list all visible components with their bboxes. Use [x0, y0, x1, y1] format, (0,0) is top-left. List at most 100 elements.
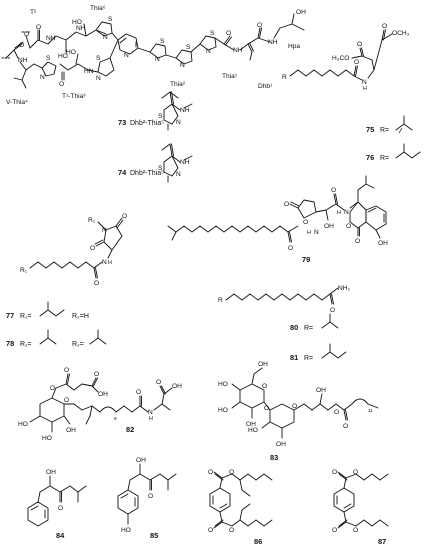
atom-nh: NH — [233, 47, 243, 54]
atom-s: S — [108, 16, 113, 23]
atom-o: O — [292, 403, 297, 410]
residue-hpa: Hpa — [288, 43, 300, 50]
atom-ho: HO — [248, 427, 258, 434]
compound-r-label: R= — [304, 355, 313, 362]
atom-oh: OH — [66, 427, 76, 434]
compound-number: 87 — [378, 537, 386, 546]
atom-n: N — [176, 171, 181, 178]
atom-o: O — [64, 397, 69, 404]
compound-82: O O OH O O O O OH HO HO OH N H 8 82 — [18, 367, 182, 442]
residue-t2: T² — [30, 9, 37, 16]
atom-r: R — [282, 74, 287, 81]
compound-number: 79 — [302, 255, 310, 264]
atom-o: O — [303, 219, 308, 226]
atom-oh: OH — [98, 391, 108, 398]
atom-nh: NH — [76, 25, 86, 32]
compound-number: 78 — [6, 339, 14, 348]
residue-vthia4: V-Thia⁴ — [6, 99, 28, 106]
atom-och3: OCH₃ — [392, 30, 410, 37]
atom-n: N — [124, 52, 129, 59]
atom-o: O — [94, 280, 99, 287]
thiopeptide-macrocycle: O O O O O O NH NH NH NH HN NH N N N N N … — [1, 5, 306, 106]
atom-ho: HO — [66, 49, 76, 56]
atom-o: O — [346, 223, 351, 230]
atom-nh: NH — [180, 159, 190, 166]
compound-84: OH O 84 — [27, 469, 87, 540]
atom-o: O — [229, 527, 234, 534]
compound-87: O O O O 87 — [332, 469, 389, 546]
atom-o: O — [288, 245, 293, 252]
residue-thia1: Thia¹ — [222, 73, 238, 80]
compound-85: OH O HO 85 — [117, 457, 177, 540]
compound-number: 76 — [366, 153, 374, 162]
atom-ho: HO — [121, 527, 131, 534]
atom-ho: HO — [18, 421, 28, 428]
atom-o: O — [50, 385, 55, 392]
atom-oh: OH — [136, 457, 146, 464]
compound-r-label: R= — [380, 155, 389, 162]
compound-r-label: R= — [380, 127, 389, 134]
residue-t1thia3: T¹-Thia³ — [62, 93, 86, 100]
atom-s: S — [160, 38, 165, 45]
residue-thia2: Thia² — [170, 81, 186, 88]
amide-series: R O NH₂ 80 R= 81 R= — [218, 285, 351, 362]
atom-r2: R₂ — [88, 217, 96, 224]
atom-nh: NH — [18, 57, 28, 64]
atom-o: O — [58, 505, 63, 512]
atom-o: O — [334, 409, 339, 416]
compound-number: 83 — [270, 453, 278, 462]
atom-o: O — [136, 389, 141, 396]
residue-thia6: Thia⁶ — [90, 5, 106, 12]
atom-s: S — [186, 44, 191, 51]
residue-dhb1: Dhb¹ — [258, 83, 273, 90]
atom-o: O — [90, 245, 95, 252]
atom-n: N — [176, 119, 181, 126]
atom-o: O — [208, 527, 213, 534]
atom-o: O — [343, 423, 348, 430]
atom-o: O — [331, 187, 336, 194]
atom-o: O — [64, 367, 69, 374]
atom-o: O — [19, 42, 24, 49]
compound-r2-label: R₂= — [72, 341, 84, 348]
fragment-74: NH S N 74 Dhb²-Thia⁵ — [118, 143, 193, 183]
atom-o: O — [357, 41, 362, 48]
atom-o: O — [354, 59, 359, 66]
atom-oh: OH — [258, 361, 268, 368]
atom-oh: OH — [246, 421, 256, 428]
atom-ho: HO — [58, 53, 68, 60]
succinimide-series: R₁ R₂ O O O N N H 77 R₁= R₂=H 78 R₁= R₂= — [6, 213, 127, 348]
atom-oh: OH — [172, 383, 182, 390]
atom-o: O — [262, 383, 267, 390]
atom-nh2: NH₂ — [338, 285, 351, 292]
atom-r1: R₁ — [20, 267, 28, 274]
atom-o: O — [353, 527, 358, 534]
compound-86: O O O O 86 — [208, 469, 273, 546]
compound-label: Dhb²-Thia⁵ — [130, 170, 164, 177]
compound-number: 82 — [126, 425, 134, 434]
atom-n: N — [314, 229, 319, 236]
atom-oh: OH — [46, 469, 56, 476]
atom-nh: NH — [268, 39, 278, 46]
atom-s: S — [96, 55, 101, 62]
atom-ho: HO — [218, 381, 228, 388]
atom-oh: OH — [378, 240, 388, 247]
atom-nh: NH — [46, 35, 56, 42]
atom-h: H — [363, 86, 367, 92]
atom-o: O — [355, 238, 360, 245]
atom-o: O — [353, 469, 358, 476]
compound-number: 74 — [118, 168, 127, 177]
chain-repeat: 8 — [114, 416, 117, 422]
atom-o: O — [208, 469, 213, 476]
atom-r: R — [218, 297, 223, 304]
atom-oh: OH — [276, 441, 286, 448]
atom-o: O — [24, 31, 29, 38]
atom-s: S — [158, 113, 163, 120]
atom-o: O — [229, 469, 234, 476]
atom-o: O — [36, 24, 41, 31]
atom-h: H — [108, 260, 112, 266]
atom-o: O — [382, 23, 387, 30]
compound-r1-label: R₁= — [20, 313, 32, 320]
compound-number: 73 — [118, 118, 126, 127]
atom-n: N — [180, 62, 185, 69]
